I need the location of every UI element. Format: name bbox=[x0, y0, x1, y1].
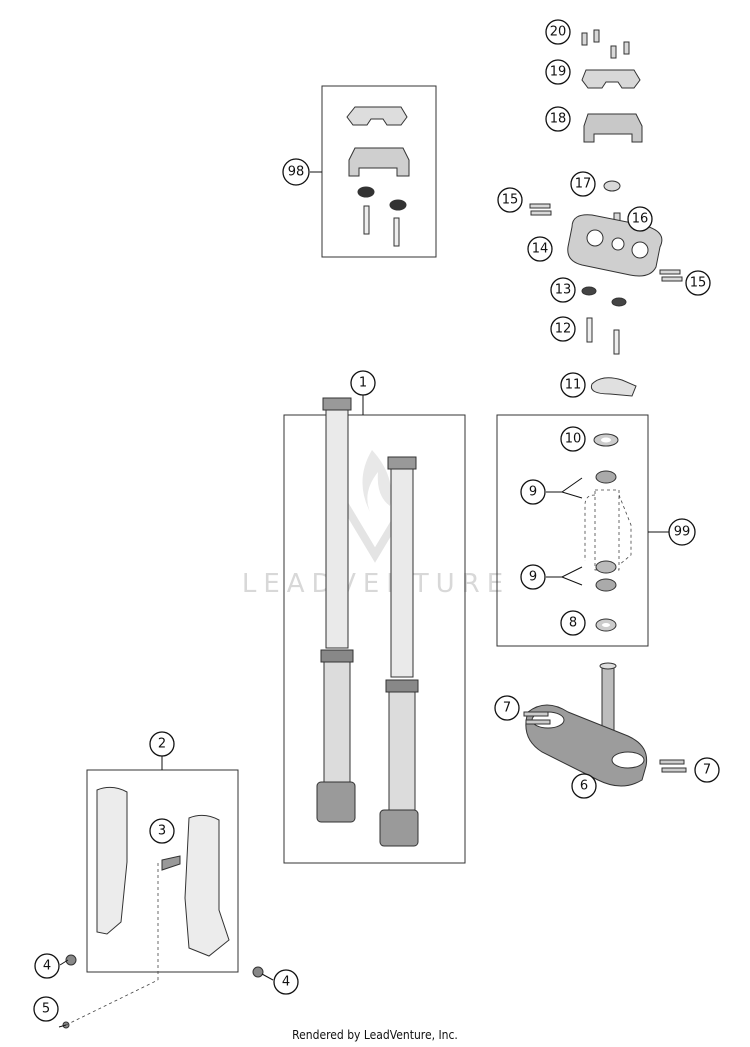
fork-legs bbox=[316, 397, 419, 847]
watermark-text: LEADVENTURE bbox=[242, 569, 510, 599]
bottom-triple-clamp bbox=[523, 662, 687, 787]
fork-guards bbox=[96, 786, 230, 957]
callout-4-left[interactable]: 4 bbox=[34, 953, 60, 979]
watermark: LEADVENTURE bbox=[242, 450, 510, 599]
footer-credit: Rendered by LeadVenture, Inc. bbox=[292, 1028, 458, 1042]
callout-7-left[interactable]: 7 bbox=[494, 695, 520, 721]
guard-fasteners bbox=[62, 954, 264, 1029]
handlebar-clamp-parts bbox=[529, 29, 683, 397]
callout-99[interactable]: 99 bbox=[668, 518, 696, 546]
bearing-parts bbox=[584, 433, 632, 632]
fork-box-1 bbox=[283, 414, 466, 864]
callout-1[interactable]: 1 bbox=[350, 370, 376, 396]
callout-15-right[interactable]: 15 bbox=[685, 270, 711, 296]
callout-20[interactable]: 20 bbox=[545, 19, 571, 45]
callout-2[interactable]: 2 bbox=[149, 731, 175, 757]
callout-16[interactable]: 16 bbox=[627, 206, 653, 232]
leader-lines bbox=[58, 171, 680, 1028]
callout-18[interactable]: 18 bbox=[545, 106, 571, 132]
callout-12[interactable]: 12 bbox=[550, 316, 576, 342]
callout-9-upper[interactable]: 9 bbox=[520, 479, 546, 505]
callout-4-right[interactable]: 4 bbox=[273, 969, 299, 995]
callout-98[interactable]: 98 bbox=[282, 158, 310, 186]
callout-11[interactable]: 11 bbox=[560, 372, 586, 398]
callout-17[interactable]: 17 bbox=[570, 171, 596, 197]
callout-5[interactable]: 5 bbox=[33, 996, 59, 1022]
callout-9-lower[interactable]: 9 bbox=[520, 564, 546, 590]
callout-10[interactable]: 10 bbox=[560, 426, 586, 452]
callout-13[interactable]: 13 bbox=[550, 277, 576, 303]
callout-7-right[interactable]: 7 bbox=[694, 757, 720, 783]
callout-3[interactable]: 3 bbox=[149, 818, 175, 844]
callout-14[interactable]: 14 bbox=[527, 236, 553, 262]
callout-6[interactable]: 6 bbox=[571, 773, 597, 799]
callout-8[interactable]: 8 bbox=[560, 610, 586, 636]
kit-98-parts bbox=[346, 106, 410, 247]
bearing-box-99 bbox=[496, 414, 649, 647]
callout-19[interactable]: 19 bbox=[545, 59, 571, 85]
callout-15-left[interactable]: 15 bbox=[497, 187, 523, 213]
